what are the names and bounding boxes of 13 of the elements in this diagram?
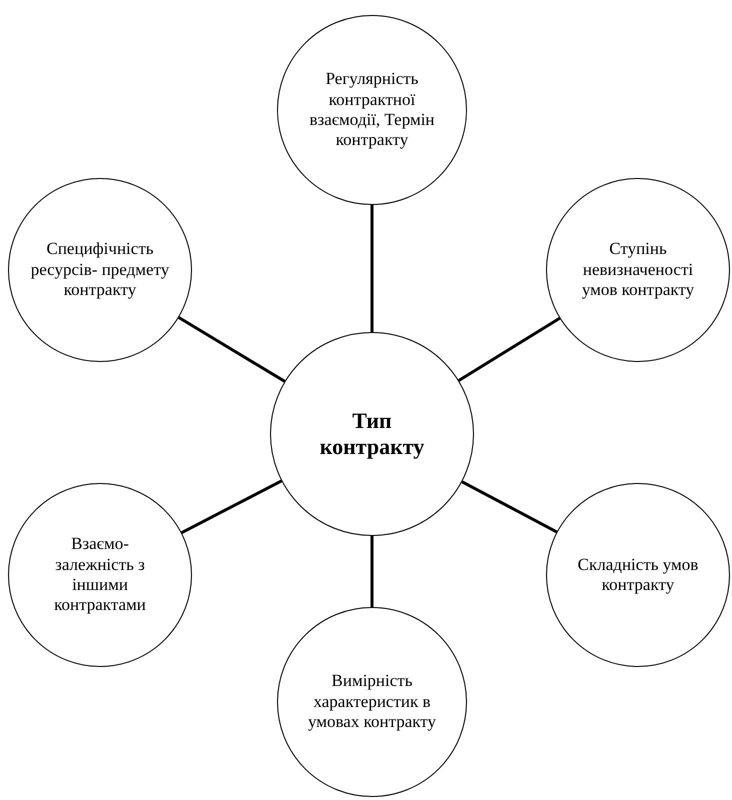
connector-line <box>370 205 374 332</box>
node-label: Ступінь невизначеності умов контракту <box>580 239 696 301</box>
node-label: Взаємо- залежність з іншими контрактами <box>53 534 147 616</box>
connector-line <box>180 480 282 534</box>
central-label: Тип контракту <box>318 408 426 460</box>
node-label: Регулярність контрактної взаємодії, Термін контракту <box>308 69 436 151</box>
node-label: Вимірність характеристик в умовах контракту <box>306 671 438 733</box>
connector-line <box>178 316 286 383</box>
node-label: Складність умов контракту <box>576 554 700 596</box>
connector-line <box>370 536 374 607</box>
connector-line <box>461 480 558 534</box>
connector-line <box>458 317 560 382</box>
node-label: Специфічність ресурсів- предмету контракту <box>30 239 170 301</box>
